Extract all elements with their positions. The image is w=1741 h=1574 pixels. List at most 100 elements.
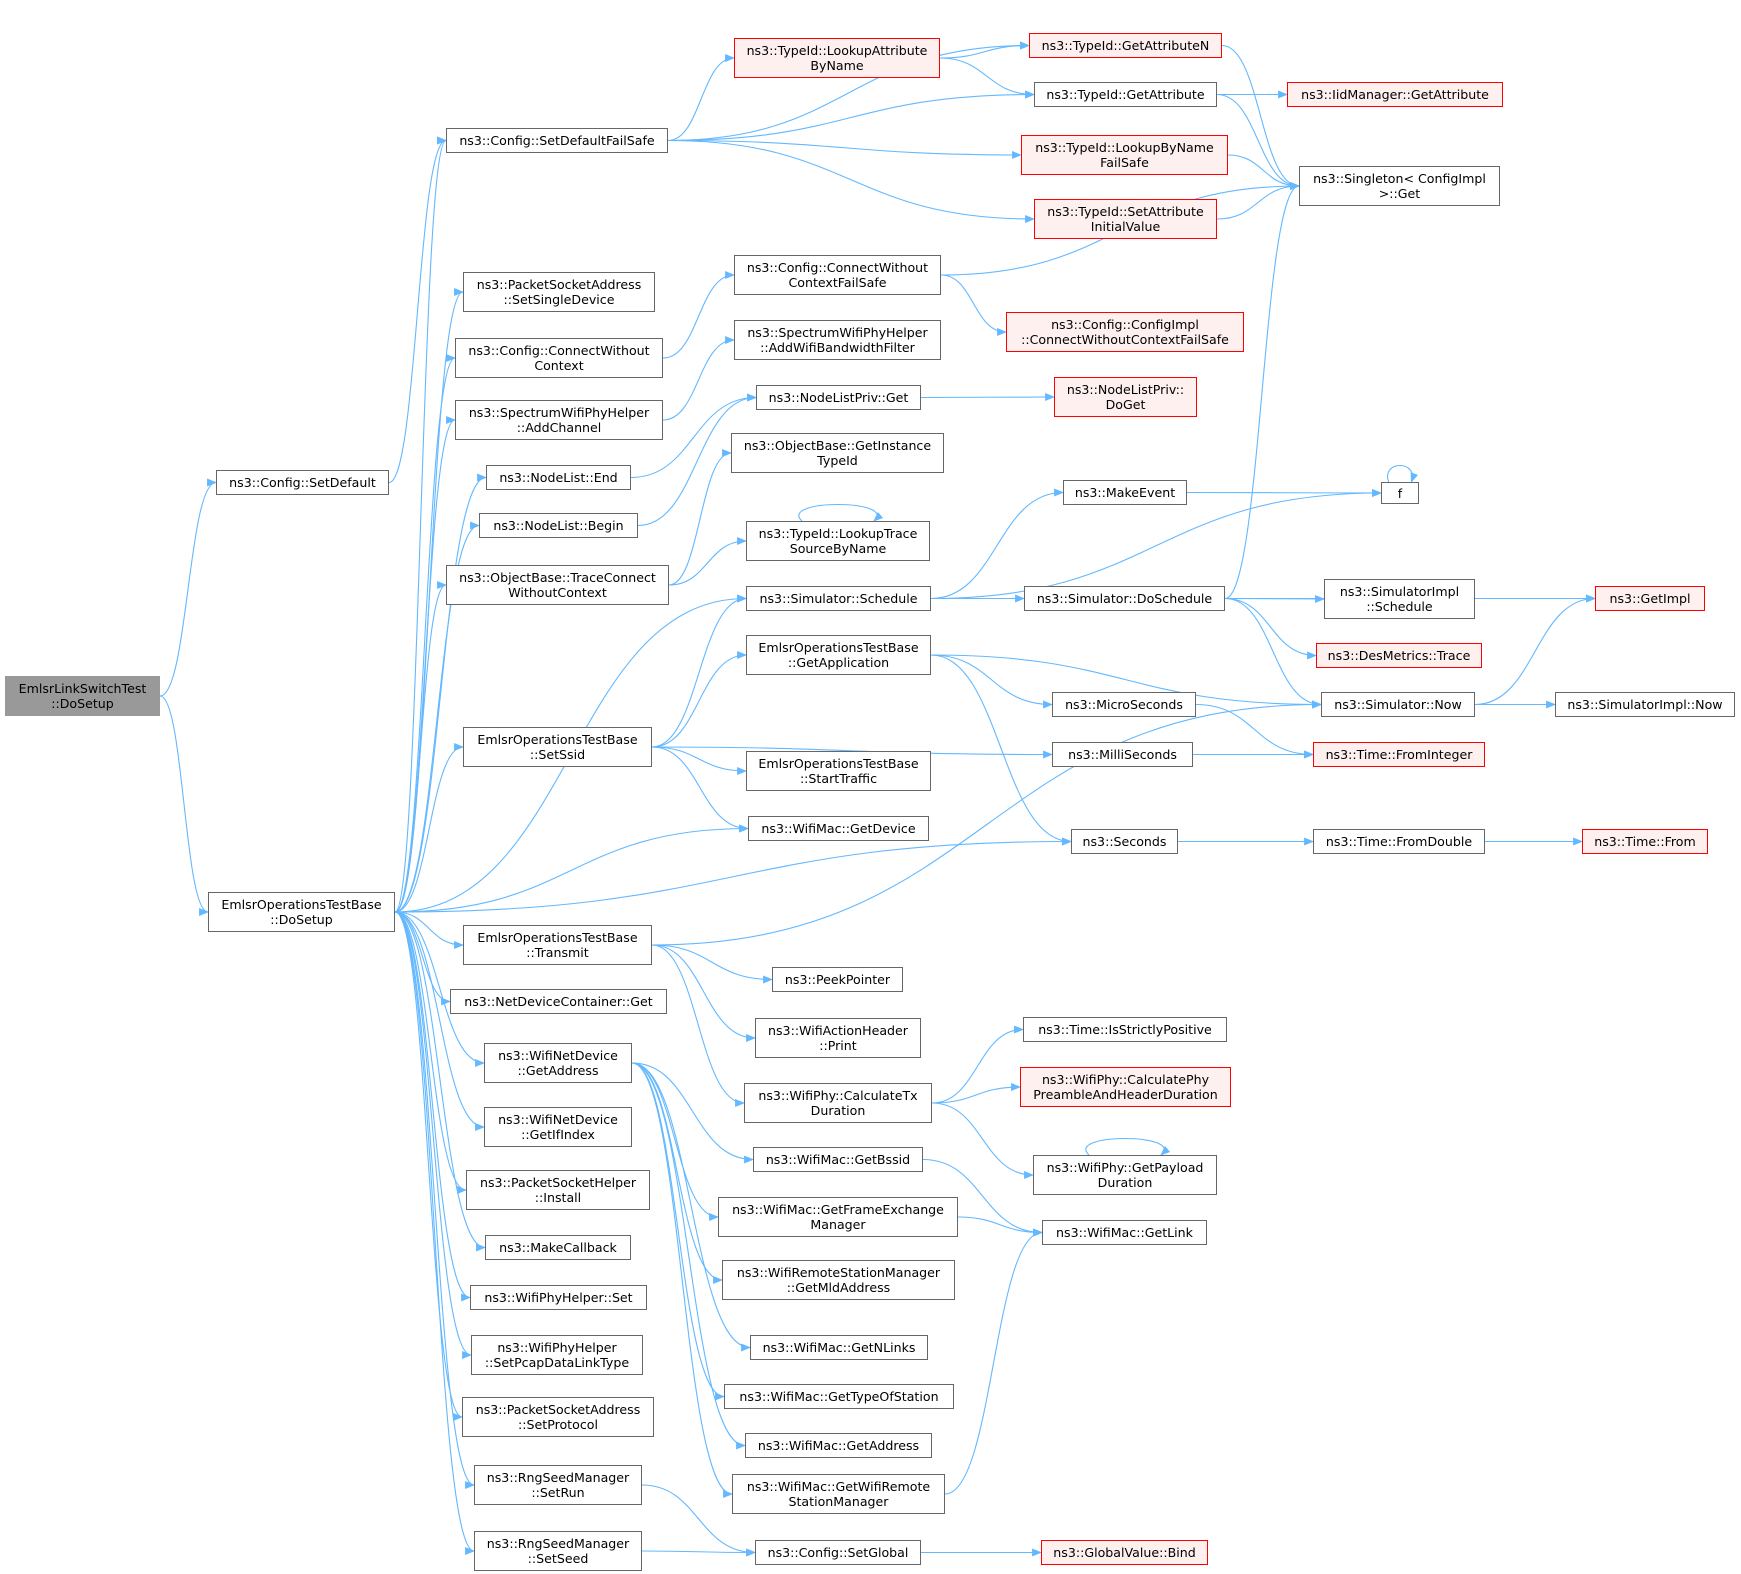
graph-node-microsec[interactable]: ns3::MicroSeconds xyxy=(1052,692,1196,717)
graph-node-getdevice[interactable]: ns3::WifiMac::GetDevice xyxy=(748,816,929,841)
graph-node-gettypeofsta[interactable]: ns3::WifiMac::GetTypeOfStation xyxy=(724,1384,954,1409)
graph-edge-getattr-to-singleton xyxy=(1216,93,1300,190)
graph-node-nlpdoget[interactable]: ns3::NodeListPriv:: DoGet xyxy=(1054,377,1197,417)
graph-node-iidgetattr[interactable]: ns3::IidManager::GetAttribute xyxy=(1287,82,1503,107)
graph-edge-eotdosetup-to-wndgetifindex xyxy=(394,911,485,1131)
graph-node-lookuptrace[interactable]: ns3::TypeId::LookupTrace SourceByName xyxy=(746,521,930,561)
graph-edge-simnow-to-getimpl xyxy=(1474,594,1596,706)
graph-node-cimplcwocfs[interactable]: ns3::Config::ConfigImpl ::ConnectWithout… xyxy=(1006,312,1244,352)
graph-node-ndcget[interactable]: ns3::NetDeviceContainer::Get xyxy=(450,989,667,1014)
graph-node-rngsetseed[interactable]: ns3::RngSeedManager ::SetSeed xyxy=(474,1531,642,1571)
graph-node-starttraffic[interactable]: EmlsrOperationsTestBase ::StartTraffic xyxy=(746,751,931,791)
graph-edge-doschedule-to-simnow xyxy=(1224,597,1322,709)
graph-node-getattrn[interactable]: ns3::TypeId::GetAttributeN xyxy=(1029,33,1222,58)
graph-node-frominteger[interactable]: ns3::Time::FromInteger xyxy=(1313,742,1485,767)
graph-node-peekpointer[interactable]: ns3::PeekPointer xyxy=(772,967,903,992)
graph-edge-lookupattr-to-getattrn xyxy=(939,41,1030,59)
graph-edge-calctxdur-to-getpayloaddur xyxy=(931,1102,1034,1179)
graph-node-setdefault[interactable]: ns3::Config::SetDefault xyxy=(216,470,389,495)
graph-node-addbwfilter[interactable]: ns3::SpectrumWifiPhyHelper ::AddWifiBand… xyxy=(734,320,941,360)
graph-node-root: EmlsrLinkSwitchTest ::DoSetup xyxy=(5,676,160,716)
graph-edge-getfem-to-getlink xyxy=(957,1216,1043,1237)
graph-node-cwoc[interactable]: ns3::Config::ConnectWithout Context xyxy=(455,338,663,378)
graph-edge-eotdosetup-to-seconds xyxy=(394,837,1072,913)
graph-edge-nlend-to-nlpget xyxy=(630,393,757,479)
graph-node-doschedule[interactable]: ns3::Simulator::DoSchedule xyxy=(1024,586,1225,611)
graph-node-wndgetaddr[interactable]: ns3::WifiNetDevice ::GetAddress xyxy=(484,1043,632,1083)
graph-node-getnlinks[interactable]: ns3::WifiMac::GetNLinks xyxy=(750,1335,928,1360)
graph-node-getwrsm[interactable]: ns3::WifiMac::GetWifiRemote StationManag… xyxy=(732,1474,945,1514)
graph-edge-eotdosetup-to-cwoc xyxy=(394,354,456,913)
graph-edge-eotdosetup-to-getdevice xyxy=(394,824,749,913)
graph-edge-wndgetaddr-to-getbssid xyxy=(631,1062,754,1164)
graph-node-getmldaddr[interactable]: ns3::WifiRemoteStationManager ::GetMldAd… xyxy=(722,1260,955,1300)
graph-node-destrace[interactable]: ns3::DesMetrics::Trace xyxy=(1316,643,1482,668)
graph-node-millisec[interactable]: ns3::MilliSeconds xyxy=(1052,742,1193,767)
graph-node-getfem[interactable]: ns3::WifiMac::GetFrameExchange Manager xyxy=(718,1197,958,1237)
graph-edge-wndgetaddr-to-gettypeofsta xyxy=(631,1062,725,1401)
graph-edge-getattrn-to-singleton xyxy=(1221,44,1300,190)
graph-node-rngsetrun[interactable]: ns3::RngSeedManager ::SetRun xyxy=(474,1465,642,1505)
graph-node-singleton[interactable]: ns3::Singleton< ConfigImpl >::Get xyxy=(1299,166,1500,206)
graph-edge-eotdosetup-to-rngsetrun xyxy=(394,911,475,1489)
graph-node-wphset[interactable]: ns3::WifiPhyHelper::Set xyxy=(470,1285,647,1310)
graph-node-isstrictpos[interactable]: ns3::Time::IsStrictlyPositive xyxy=(1023,1017,1227,1042)
graph-node-simnow[interactable]: ns3::Simulator::Now xyxy=(1321,692,1475,717)
graph-node-simimplsched[interactable]: ns3::SimulatorImpl ::Schedule xyxy=(1324,579,1475,619)
graph-node-tracecwoc[interactable]: ns3::ObjectBase::TraceConnect WithoutCon… xyxy=(446,565,669,605)
graph-node-setattrinit[interactable]: ns3::TypeId::SetAttribute InitialValue xyxy=(1034,199,1217,239)
graph-node-nlbegin[interactable]: ns3::NodeList::Begin xyxy=(479,513,638,538)
graph-node-lookupbyname[interactable]: ns3::TypeId::LookupByName FailSafe xyxy=(1021,135,1228,175)
graph-edge-eotdosetup-to-pshinstall xyxy=(394,911,467,1194)
graph-edge-f-to-f xyxy=(1387,464,1419,483)
graph-edge-eotdosetup-to-nlend xyxy=(394,473,487,913)
graph-node-getapp[interactable]: EmlsrOperationsTestBase ::GetApplication xyxy=(746,635,931,675)
graph-edge-setssid-to-getapp xyxy=(651,651,747,748)
graph-node-eotdosetup[interactable]: EmlsrOperationsTestBase ::DoSetup xyxy=(208,892,395,932)
graph-edge-cwocfs-to-cimplcwocfs xyxy=(940,274,1007,336)
graph-edge-calctxdur-to-isstrictpos xyxy=(931,1025,1024,1104)
graph-node-getbssid[interactable]: ns3::WifiMac::GetBssid xyxy=(753,1147,923,1172)
graph-edge-setdefaultfs-to-lookupbyname xyxy=(667,139,1022,159)
graph-node-wahprint[interactable]: ns3::WifiActionHeader ::Print xyxy=(755,1018,921,1058)
graph-node-setglobal[interactable]: ns3::Config::SetGlobal xyxy=(755,1540,921,1565)
graph-edge-eotdosetup-to-nlbegin xyxy=(394,521,480,913)
graph-node-calcphypre[interactable]: ns3::WifiPhy::CalculatePhy PreambleAndHe… xyxy=(1020,1067,1231,1107)
graph-node-addchannel[interactable]: ns3::SpectrumWifiPhyHelper ::AddChannel xyxy=(455,400,663,440)
graph-node-transmit[interactable]: EmlsrOperationsTestBase ::Transmit xyxy=(463,925,652,965)
graph-node-getlink[interactable]: ns3::WifiMac::GetLink xyxy=(1042,1220,1207,1245)
graph-node-f[interactable]: f xyxy=(1381,482,1419,504)
graph-node-getinsttid[interactable]: ns3::ObjectBase::GetInstance TypeId xyxy=(731,433,944,473)
graph-node-lookupattr[interactable]: ns3::TypeId::LookupAttribute ByName xyxy=(734,38,940,78)
graph-node-setdefaultfs[interactable]: ns3::Config::SetDefaultFailSafe xyxy=(446,128,668,153)
graph-node-gvbind[interactable]: ns3::GlobalValue::Bind xyxy=(1041,1540,1208,1565)
graph-node-psasetproto[interactable]: ns3::PacketSocketAddress ::SetProtocol xyxy=(462,1397,654,1437)
graph-node-makecallback[interactable]: ns3::MakeCallback xyxy=(485,1235,631,1260)
graph-node-seconds[interactable]: ns3::Seconds xyxy=(1071,829,1178,854)
graph-node-makeevent[interactable]: ns3::MakeEvent xyxy=(1063,480,1187,505)
graph-edge-setssid-to-getdevice xyxy=(651,746,749,833)
graph-edge-wndgetaddr-to-getnlinks xyxy=(631,1062,751,1352)
graph-edge-eotdosetup-to-wndgetaddr xyxy=(394,911,485,1067)
graph-node-pshinstall[interactable]: ns3::PacketSocketHelper ::Install xyxy=(466,1170,650,1210)
graph-edge-setdefault-to-setdefaultfs xyxy=(388,136,447,484)
graph-node-simimplnow[interactable]: ns3::SimulatorImpl::Now xyxy=(1555,692,1735,717)
graph-node-fromdouble[interactable]: ns3::Time::FromDouble xyxy=(1313,829,1485,854)
graph-node-getpayloaddur[interactable]: ns3::WifiPhy::GetPayload Duration xyxy=(1033,1155,1217,1195)
graph-node-setssid[interactable]: EmlsrOperationsTestBase ::SetSsid xyxy=(463,727,652,767)
graph-node-getimpl[interactable]: ns3::GetImpl xyxy=(1595,586,1705,611)
graph-node-calctxdur[interactable]: ns3::WifiPhy::CalculateTx Duration xyxy=(744,1083,932,1123)
graph-edge-lookupbyname-to-singleton xyxy=(1227,154,1300,190)
graph-node-wmgetaddr[interactable]: ns3::WifiMac::GetAddress xyxy=(745,1433,932,1458)
graph-node-cwocfs[interactable]: ns3::Config::ConnectWithout ContextFailS… xyxy=(734,255,941,295)
graph-node-nlpget[interactable]: ns3::NodeListPriv::Get xyxy=(756,385,921,410)
graph-node-getattr[interactable]: ns3::TypeId::GetAttribute xyxy=(1034,82,1217,107)
graph-edge-schedule-to-f xyxy=(930,489,1382,600)
graph-node-setpcap[interactable]: ns3::WifiPhyHelper ::SetPcapDataLinkType xyxy=(471,1335,643,1375)
graph-node-schedule[interactable]: ns3::Simulator::Schedule xyxy=(746,586,931,611)
graph-node-wndgetifindex[interactable]: ns3::WifiNetDevice ::GetIfIndex xyxy=(484,1107,632,1147)
graph-node-nlend[interactable]: ns3::NodeList::End xyxy=(486,465,631,490)
graph-node-psasetsingle[interactable]: ns3::PacketSocketAddress ::SetSingleDevi… xyxy=(463,272,655,312)
graph-edge-getapp-to-simnow xyxy=(930,654,1322,709)
graph-node-timefrom[interactable]: ns3::Time::From xyxy=(1582,829,1708,854)
